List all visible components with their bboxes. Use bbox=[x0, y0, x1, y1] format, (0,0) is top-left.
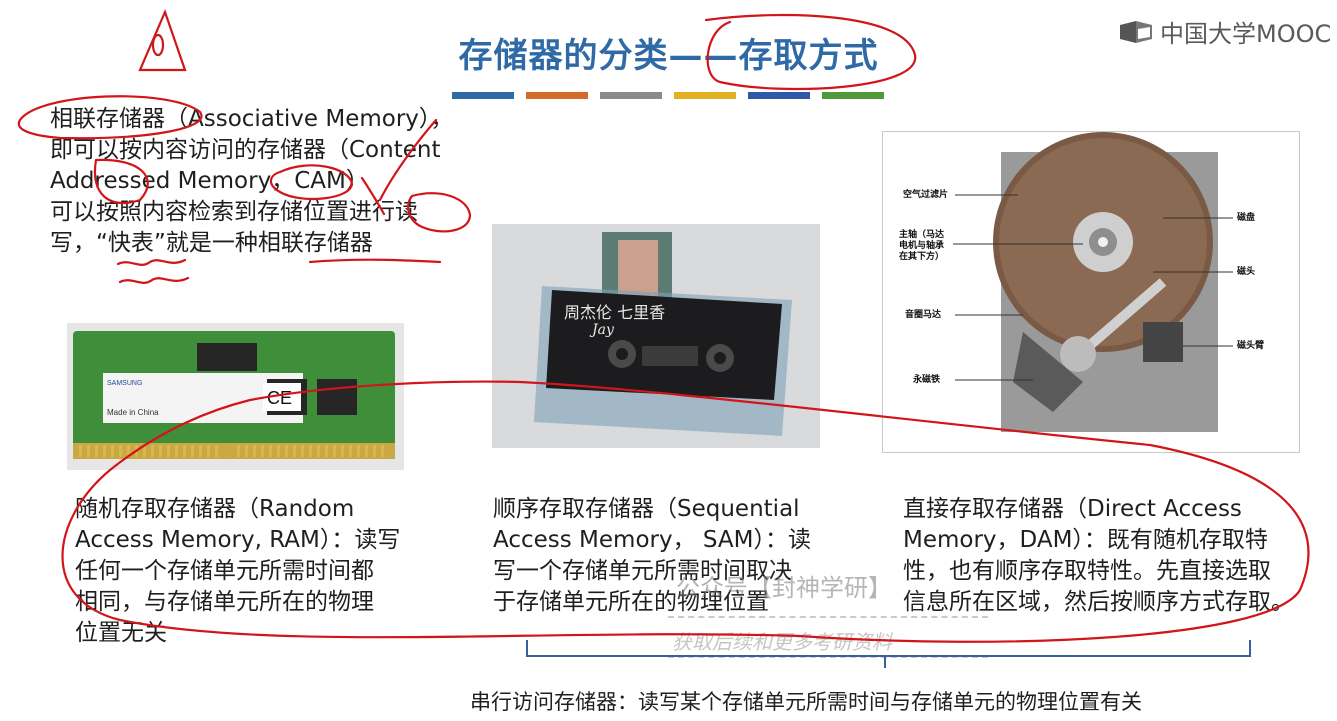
ram-line: Access Memory, RAM）：读写 bbox=[75, 527, 401, 553]
strip-segment bbox=[674, 92, 736, 99]
sam-line: Access Memory， SAM）：读 bbox=[493, 527, 812, 553]
assoc-line: 写，“快表”就是一种相联存储器 bbox=[50, 230, 373, 256]
dam-line: 性，也有顺序存取特性。先直接选取 bbox=[903, 558, 1271, 584]
hdd-label-spindle-line: 主轴（马达 bbox=[899, 230, 945, 240]
ram-line: 任何一个存储单元所需时间都 bbox=[75, 558, 374, 584]
cassette-tape-image: 周杰伦 七里香 Jay bbox=[492, 224, 820, 448]
strip-segment bbox=[452, 92, 514, 99]
ram-line: 相同，与存储单元所在的物理 bbox=[75, 589, 374, 615]
watermark-subtext: 获取后续和更多考研资料 bbox=[672, 630, 892, 654]
associative-memory-text: 相联存储器（Associative Memory）， 即可以按内容访问的存储器（… bbox=[50, 104, 480, 259]
strip-segment bbox=[600, 92, 662, 99]
tape-title: 周杰伦 七里香 bbox=[564, 303, 665, 322]
hdd-label-magnet: 永磁铁 bbox=[913, 375, 941, 385]
hdd-label-head: 磁头 bbox=[1237, 267, 1256, 277]
dam-line: Memory，DAM）：既有随机存取特 bbox=[903, 527, 1268, 553]
hdd-label-spindle: 主轴（马达 电机与轴承 在其下方） bbox=[899, 230, 944, 263]
hard-disk-image: 空气过滤片 主轴（马达 电机与轴承 在其下方） 音圈马达 永磁铁 磁盘 磁头 磁… bbox=[882, 131, 1300, 453]
watermark-text: 公众号【封神学研】 bbox=[676, 574, 892, 602]
dam-description: 直接存取存储器（Direct Access Memory，DAM）：既有随机存取… bbox=[903, 494, 1323, 618]
serial-access-text: 串行访问存储器：读写某个存储单元所需时间与存储单元的物理位置有关 bbox=[470, 690, 1142, 714]
assoc-line: Addressed Memory，CAM） bbox=[50, 168, 369, 194]
ram-module-image: SAMSUNG Made in China CE bbox=[67, 323, 404, 470]
ram-line: 位置无关 bbox=[75, 620, 167, 646]
ram-made: Made in China bbox=[107, 408, 159, 417]
mooc-logo-icon bbox=[1120, 20, 1152, 43]
hdd-label-spindle-line: 电机与轴承 bbox=[899, 241, 945, 251]
dam-line: 直接存取存储器（Direct Access bbox=[903, 496, 1242, 522]
hdd-label-voice-coil: 音圈马达 bbox=[905, 310, 942, 320]
ram-line: 随机存取存储器（Random bbox=[75, 496, 355, 522]
logo-text: 中国大学MOOC bbox=[1160, 20, 1332, 48]
watermark-divider bbox=[668, 616, 988, 618]
watermark-divider bbox=[668, 656, 988, 658]
svg-text:CE: CE bbox=[267, 388, 292, 408]
dam-line: 信息所在区域，然后按顺序方式存取。 bbox=[903, 589, 1294, 615]
strip-segment bbox=[822, 92, 884, 99]
ram-brand: SAMSUNG bbox=[107, 380, 142, 387]
assoc-line: 即可以按内容访问的存储器（Content bbox=[50, 137, 441, 163]
assoc-line: 可以按照内容检索到存储位置进行读 bbox=[50, 199, 418, 225]
tape-sub: Jay bbox=[589, 322, 615, 338]
assoc-line: 相联存储器（Associative Memory）， bbox=[50, 106, 454, 132]
ram-description: 随机存取存储器（Random Access Memory, RAM）：读写 任何… bbox=[75, 494, 420, 649]
strip-segment bbox=[748, 92, 810, 99]
strip-segment bbox=[526, 92, 588, 99]
hdd-label-air-filter: 空气过滤片 bbox=[903, 190, 949, 200]
hdd-label-spindle-line: 在其下方） bbox=[899, 252, 945, 262]
title-color-strip bbox=[452, 92, 884, 99]
mooc-logo: 中国大学MOOC bbox=[1118, 14, 1331, 49]
hdd-label-head-arm: 磁头臂 bbox=[1237, 341, 1265, 351]
hdd-label-platter: 磁盘 bbox=[1237, 213, 1256, 223]
sam-line: 顺序存取存储器（Sequential bbox=[493, 496, 800, 522]
